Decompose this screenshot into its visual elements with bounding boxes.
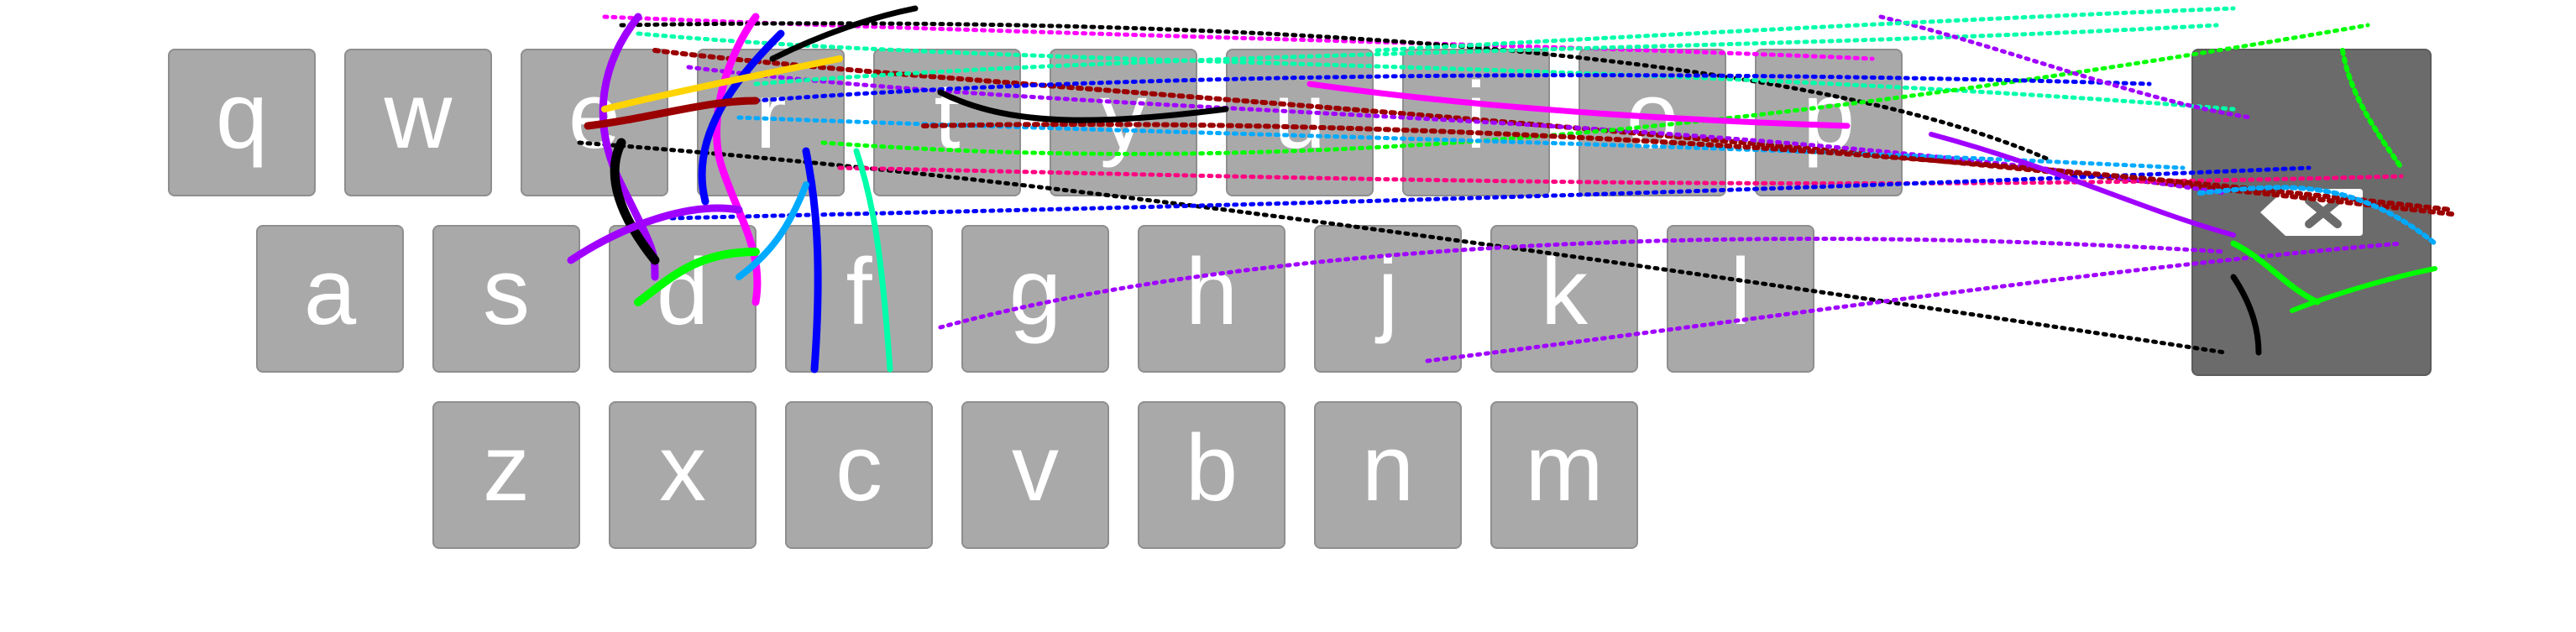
key-f[interactable]: f <box>785 225 933 373</box>
key-h[interactable]: h <box>1138 225 1285 373</box>
key-q[interactable]: q <box>168 49 316 196</box>
key-v[interactable]: v <box>961 401 1109 549</box>
key-a[interactable]: a <box>256 225 404 373</box>
key-d[interactable]: d <box>609 225 757 373</box>
key-z[interactable]: z <box>432 401 580 549</box>
key-j[interactable]: j <box>1314 225 1462 373</box>
key-w[interactable]: w <box>344 49 492 196</box>
backspace-key[interactable] <box>2191 49 2432 376</box>
key-g[interactable]: g <box>961 225 1109 373</box>
key-b[interactable]: b <box>1138 401 1285 549</box>
key-n[interactable]: n <box>1314 401 1462 549</box>
key-u[interactable]: u <box>1226 49 1374 196</box>
key-i[interactable]: i <box>1402 49 1550 196</box>
key-m[interactable]: m <box>1490 401 1638 549</box>
key-y[interactable]: y <box>1050 49 1197 196</box>
key-o[interactable]: o <box>1579 49 1726 196</box>
backspace-icon <box>2257 185 2366 239</box>
key-t[interactable]: t <box>873 49 1021 196</box>
key-s[interactable]: s <box>432 225 580 373</box>
key-k[interactable]: k <box>1490 225 1638 373</box>
key-c[interactable]: c <box>785 401 933 549</box>
key-p[interactable]: p <box>1755 49 1903 196</box>
key-l[interactable]: l <box>1667 225 1814 373</box>
key-x[interactable]: x <box>609 401 757 549</box>
key-e[interactable]: e <box>521 49 668 196</box>
key-r[interactable]: r <box>697 49 845 196</box>
